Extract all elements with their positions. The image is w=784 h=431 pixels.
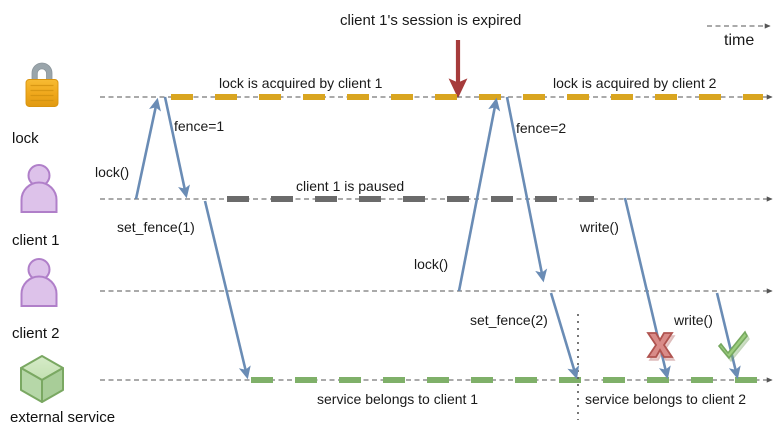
message-arrows [134,96,741,380]
message-label-lock-client1: lock() [95,164,130,180]
message-label-fence-2: fence=2 [516,120,567,136]
arrow-fence-1 [163,96,190,199]
person-icon-client1 [20,164,58,213]
session-expired-annotation: client 1's session is expired [340,12,522,29]
arrow-lock-call-client1 [134,97,161,200]
write-rejected-marker [646,332,676,361]
arrow-fence-2 [505,96,548,283]
arrow-lock-call-client2 [457,97,501,292]
actor-label-client1: client 1 [12,232,60,249]
message-label-lock-client2: lock() [414,256,449,272]
arrow-write-client2 [715,292,741,380]
lane-state-client1-paused: client 1 is paused [296,178,405,194]
arrow-set-fence-2 [549,292,580,380]
time-axis-label: time [724,32,755,49]
message-label-write-client2: write() [674,312,713,328]
padlock-icon [25,62,59,107]
lane-state-service-client2: service belongs to client 2 [585,391,747,407]
message-label-set-fence-2: set_fence(2) [470,312,548,328]
actor-label-client2: client 2 [12,325,60,342]
actor-label-external-service: external service [10,409,116,426]
message-label-fence-1: fence=1 [174,118,225,134]
write-accepted-marker [717,330,750,363]
lane-state-lock-client1: lock is acquired by client 1 [219,75,383,91]
arrow-set-fence-1 [203,200,251,380]
person-icon-client2 [20,258,58,307]
green-cube-icon [20,355,64,403]
actor-label-lock: lock [12,130,39,147]
message-label-write-client1: write() [580,219,619,235]
lane-state-lock-client2: lock is acquired by client 2 [553,75,717,91]
message-label-set-fence-1: set_fence(1) [117,219,195,235]
lane-state-service-client1: service belongs to client 1 [317,391,479,407]
